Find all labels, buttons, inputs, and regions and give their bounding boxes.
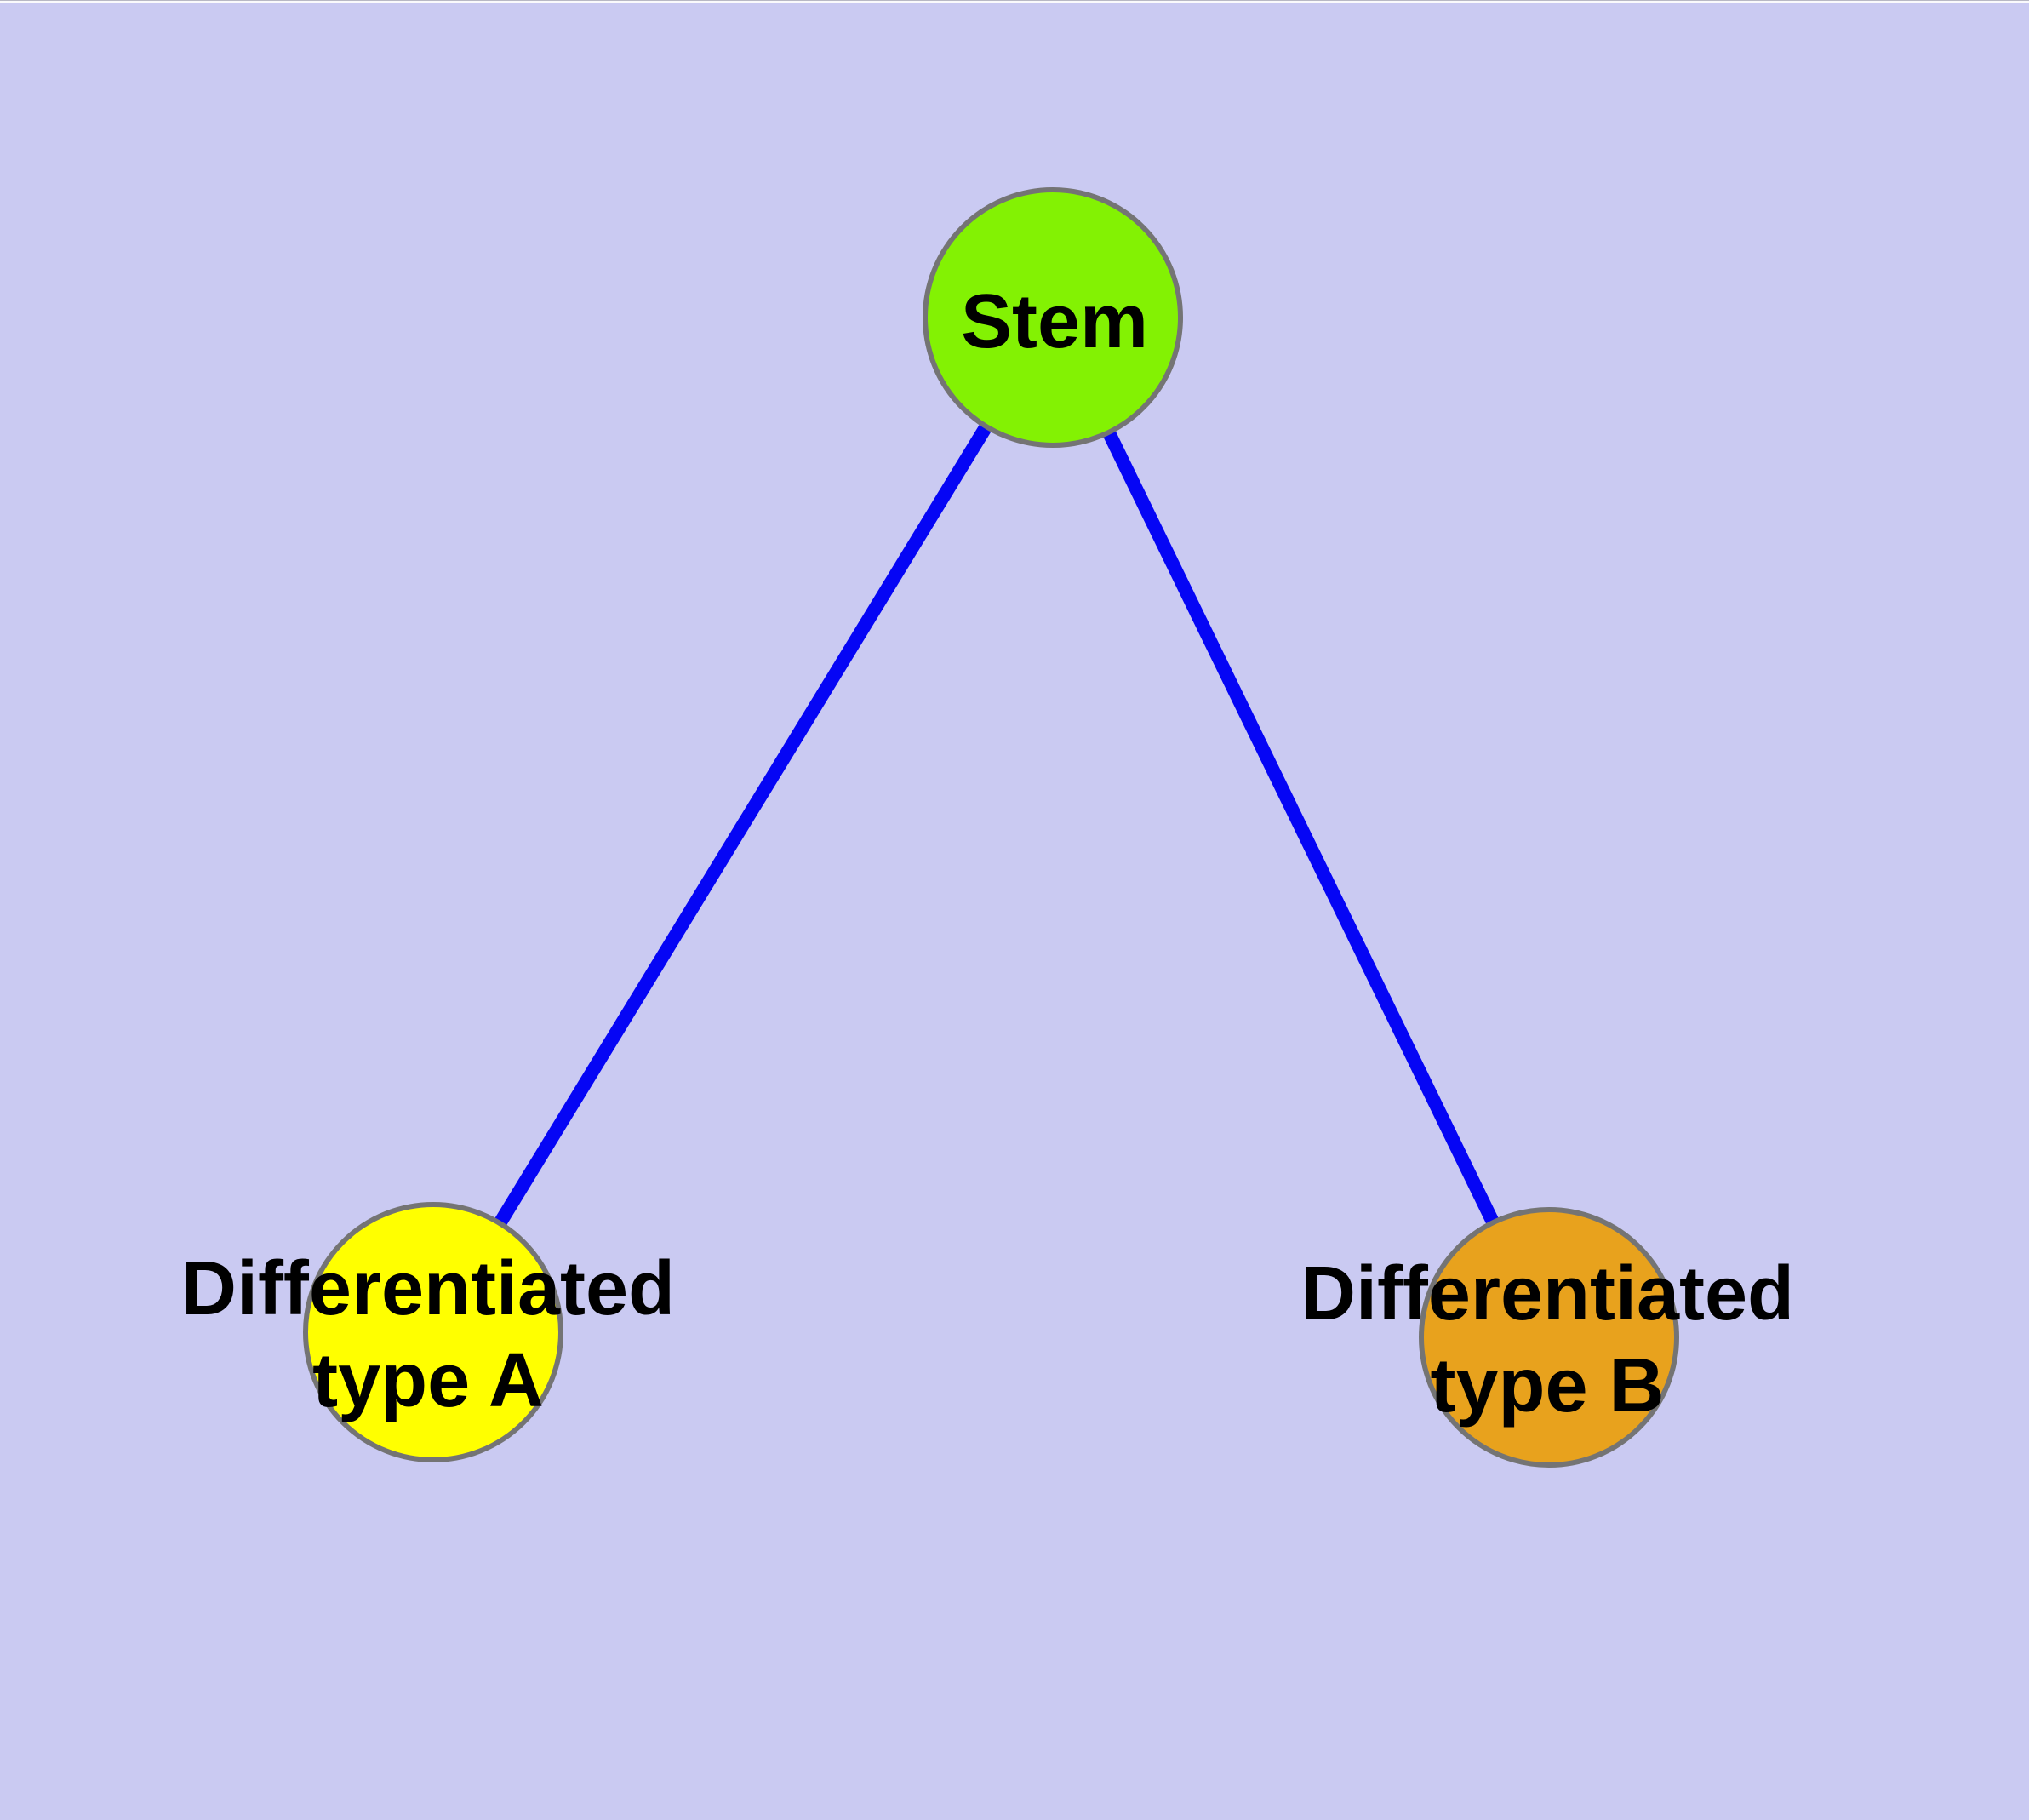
node-type-b-circle xyxy=(1419,1207,1679,1468)
edge-stem-to-type-a xyxy=(427,313,1059,1336)
node-stem-circle xyxy=(923,187,1183,448)
node-type-a-label-line1: Differentiated xyxy=(181,1246,675,1331)
node-type-b-label-line1: Differentiated xyxy=(1300,1251,1794,1336)
edge-stem-to-type-b xyxy=(1046,314,1556,1341)
node-type-a-label-line2: type A xyxy=(312,1338,544,1423)
node-stem-label: Stem xyxy=(961,279,1148,364)
top-edge-strip xyxy=(0,0,2029,3)
node-type-a-circle xyxy=(303,1202,563,1462)
node-type-b-label-line2: type B xyxy=(1430,1343,1664,1428)
